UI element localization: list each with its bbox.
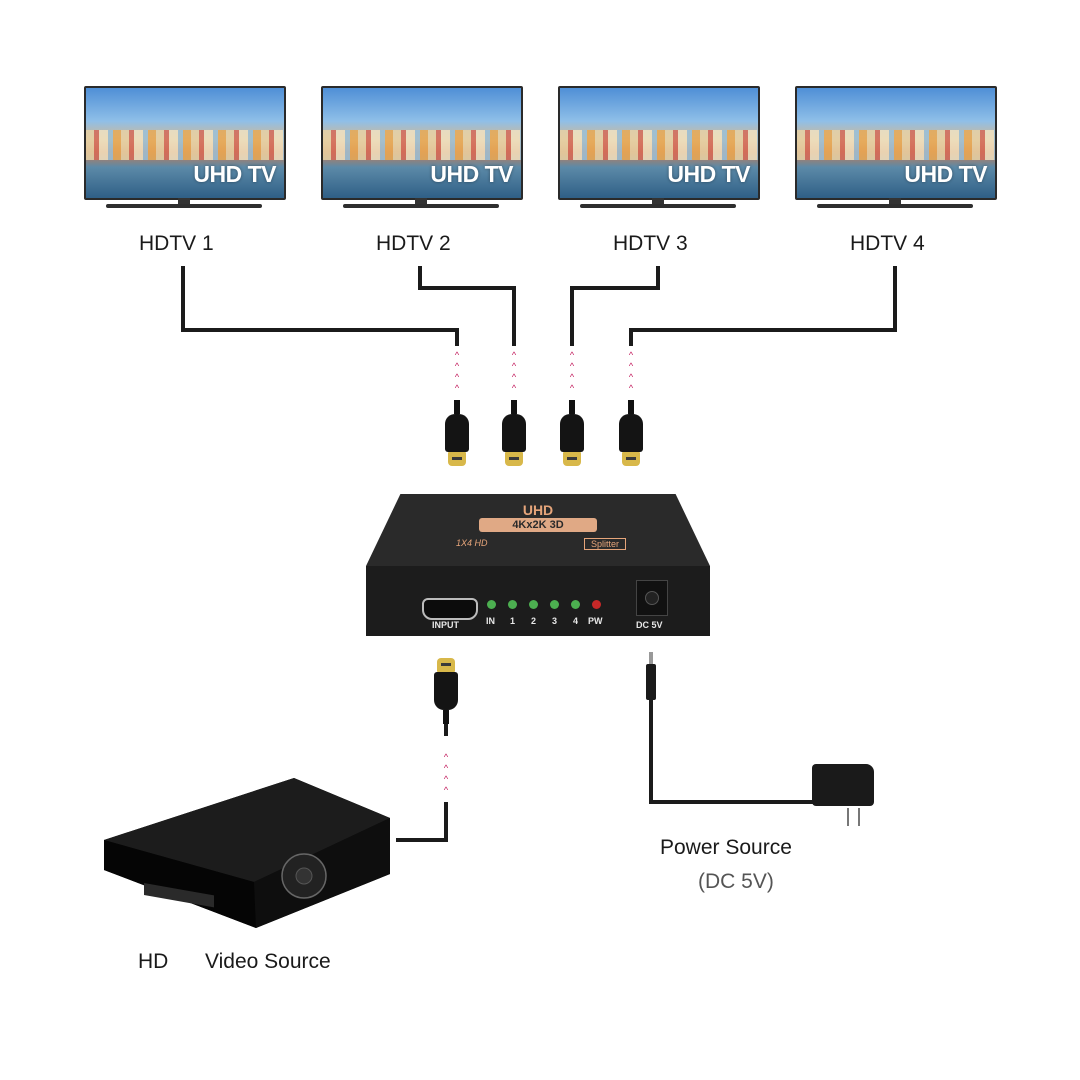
tv-base [343, 204, 499, 208]
power-source-label: Power Source [660, 836, 792, 859]
cable-tv4 [629, 328, 633, 346]
led-1 [508, 600, 517, 609]
dc-label: DC 5V [636, 620, 663, 630]
cable-source [444, 802, 448, 842]
hdmi-plug-icon [434, 654, 458, 724]
signal-arrows-icon: ^^^^ [443, 752, 449, 795]
hdmi-input-port [422, 598, 478, 620]
tv-screen: UHD TV [558, 86, 760, 200]
cable-tv1 [181, 266, 185, 332]
tv-screen-text: UHD TV [430, 161, 513, 187]
signal-arrows-icon: ^^^^ [454, 350, 460, 393]
input-label: INPUT [432, 620, 459, 630]
tv-base [580, 204, 736, 208]
led-label: 2 [531, 616, 537, 626]
tv-stand [178, 198, 190, 204]
source-label-video: Video Source [205, 950, 331, 973]
cable-power [649, 800, 814, 804]
cable-tv4 [893, 266, 897, 332]
tv-1: UHD TV [84, 86, 286, 216]
cable-tv2 [418, 266, 422, 290]
led-pw [592, 600, 601, 609]
tv-screen: UHD TV [795, 86, 997, 200]
tv-screen-text: UHD TV [904, 161, 987, 187]
adapter-prong [858, 808, 860, 826]
led-label: 3 [552, 616, 558, 626]
hdmi-splitter: UHD 4Kx2K 3D 1X4 HD Splitter INPUT IN 1 … [366, 494, 710, 636]
tv-base [106, 204, 262, 208]
power-adapter-icon [812, 764, 874, 806]
tv-stand [652, 198, 664, 204]
led-label: 4 [573, 616, 579, 626]
splitter-brand: UHD [522, 502, 554, 518]
dc-jack [636, 580, 668, 616]
video-source-device-icon [104, 778, 390, 928]
led-label: 1 [510, 616, 516, 626]
cable-tv3 [656, 266, 660, 290]
tv-4: UHD TV [795, 86, 997, 216]
tv-screen: UHD TV [321, 86, 523, 200]
cable-tv2 [512, 286, 516, 346]
tv-label-1: HDTV 1 [139, 232, 214, 255]
signal-arrows-icon: ^^^^ [511, 350, 517, 393]
led-3 [550, 600, 559, 609]
led-label: PW [588, 616, 603, 626]
tv-2: UHD TV [321, 86, 523, 216]
tv-stand [415, 198, 427, 204]
adapter-prong [847, 808, 849, 826]
cable-power [649, 700, 653, 804]
cable-tv4 [629, 328, 897, 332]
led-2 [529, 600, 538, 609]
tv-label-3: HDTV 3 [613, 232, 688, 255]
hdmi-plug-icon [445, 400, 469, 470]
hdmi-plug-icon [560, 400, 584, 470]
cable-tv3 [570, 286, 660, 290]
hdmi-plug-icon [619, 400, 643, 470]
cable-source [396, 838, 448, 842]
tv-screen-text: UHD TV [667, 161, 750, 187]
tv-3: UHD TV [558, 86, 760, 216]
splitter-model: 1X4 HD Splitter [456, 538, 626, 550]
cable-tv2 [418, 286, 516, 290]
tv-screen-text: UHD TV [193, 161, 276, 187]
hdmi-plug-icon [502, 400, 526, 470]
splitter-badge: 4Kx2K 3D [479, 518, 597, 532]
tv-base [817, 204, 973, 208]
signal-arrows-icon: ^^^^ [628, 350, 634, 393]
cable-tv1 [181, 328, 459, 332]
led-label: IN [486, 616, 495, 626]
cable-tv1 [455, 328, 459, 346]
tv-label-4: HDTV 4 [850, 232, 925, 255]
source-label-hd: HD [138, 950, 169, 973]
cable-source [444, 724, 448, 736]
led-4 [571, 600, 580, 609]
tv-stand [889, 198, 901, 204]
dc-plug-icon [646, 652, 656, 700]
power-source-sublabel: (DC 5V) [698, 870, 774, 893]
led-in [487, 600, 496, 609]
tv-screen: UHD TV [84, 86, 286, 200]
signal-arrows-icon: ^^^^ [569, 350, 575, 393]
tv-label-2: HDTV 2 [376, 232, 451, 255]
cable-tv3 [570, 286, 574, 346]
